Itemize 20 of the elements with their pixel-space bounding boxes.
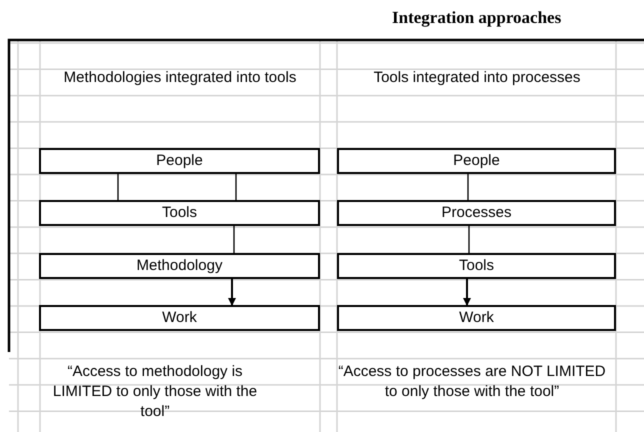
title: Integration approaches <box>392 8 562 28</box>
process-box: Tools <box>337 253 616 279</box>
arrow <box>228 279 236 306</box>
quote-note: “Access to methodology is LIMITED to only those with the tool” <box>52 362 258 422</box>
connector-line <box>467 174 469 200</box>
process-box: Work <box>39 305 320 331</box>
process-box: Tools <box>39 200 320 226</box>
arrow <box>463 279 471 306</box>
process-box: Processes <box>337 200 616 226</box>
quote-note: “Access to processes are NOT LIMITED to only those with the tool” <box>337 362 607 402</box>
process-box: Work <box>337 305 616 331</box>
column-heading: Methodologies integrated into tools <box>62 68 298 88</box>
process-box: People <box>337 148 616 174</box>
process-box: People <box>39 148 320 174</box>
connector-line <box>233 226 235 253</box>
connector-line <box>468 226 470 253</box>
process-box: Methodology <box>39 253 320 279</box>
connector-line <box>235 174 237 200</box>
column-heading: Tools integrated into processes <box>372 68 582 88</box>
connector-line <box>117 174 119 200</box>
